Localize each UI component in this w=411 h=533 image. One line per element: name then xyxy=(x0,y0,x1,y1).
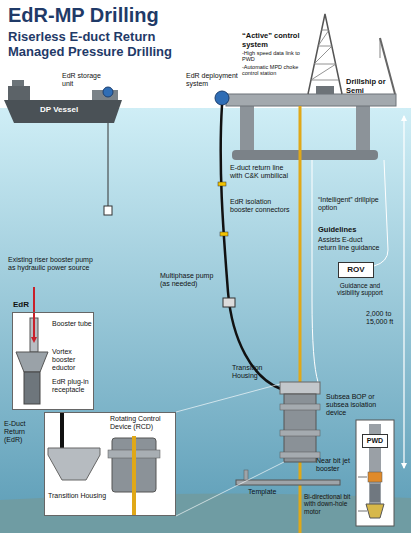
sky xyxy=(0,0,411,108)
node-text: PWD xyxy=(363,437,387,445)
transition-housing xyxy=(280,382,320,394)
inset-box: Rotating Control Device (RCD) Transition … xyxy=(44,412,176,516)
callout-label: EdR deployment system xyxy=(186,72,238,88)
sea xyxy=(0,108,411,533)
node-text: Guidance and visibility support xyxy=(328,282,392,297)
pwd-ground xyxy=(362,434,388,448)
vortex-eductor xyxy=(16,352,48,372)
rig-column xyxy=(356,106,370,154)
inset-box: EdRBooster tubeVortex booster eductorEdR… xyxy=(12,312,94,410)
diagram-title: EdR-MP Drilling xyxy=(8,4,268,27)
hydraulic-arrow xyxy=(33,287,35,340)
drill-floor xyxy=(316,86,334,94)
node-text: Vortex booster eductor xyxy=(52,348,92,372)
vessel-hull xyxy=(4,100,122,123)
template-post xyxy=(244,470,248,480)
booster-connector xyxy=(218,182,226,186)
node-text: EdR xyxy=(13,300,53,309)
rig-deck xyxy=(226,94,396,106)
node-text: EdR plug-in receptacle xyxy=(52,378,92,394)
deployment-reel xyxy=(215,91,229,105)
hang-line xyxy=(108,123,109,206)
rov-body xyxy=(338,262,374,278)
callout-label: Existing riser booster pump as hydraulic… xyxy=(8,256,100,272)
callout-label: Bi-directional bit with down-hole motor xyxy=(304,493,354,515)
leader-line xyxy=(358,511,367,512)
derrick-lattice xyxy=(311,30,339,80)
callout-label: -Automatic MPD choke control station xyxy=(242,64,304,77)
callout-label: E-Duct Return (EdR) xyxy=(4,420,42,444)
callout-label: Assists E-duct return line guidance xyxy=(318,236,380,252)
guideline xyxy=(312,160,318,382)
zoom-line xyxy=(176,384,280,412)
rov-box: ROVGuidance and visibility support xyxy=(338,262,374,278)
plug-in-receptacle xyxy=(24,372,40,404)
drill-bit xyxy=(366,504,384,518)
callout-label: 2,000 to 15,000 ft xyxy=(366,310,400,326)
bop-band xyxy=(280,430,320,436)
callout-label: Transition Housing xyxy=(232,364,278,380)
storage-reel xyxy=(103,87,113,97)
callout-label: Near bit jet booster xyxy=(316,457,354,473)
pwd-box: PWD xyxy=(362,434,388,448)
rig-column xyxy=(240,106,254,154)
callout-label: Template xyxy=(248,488,288,496)
callout-label: Riserless E-duct Return Managed Pressure… xyxy=(8,30,198,60)
inset-ground xyxy=(356,420,394,526)
educt-line xyxy=(221,105,281,389)
callout-label: Drillship or Semi xyxy=(346,78,386,95)
educt-tube xyxy=(60,413,64,448)
drillpipe xyxy=(299,106,302,533)
bop-band xyxy=(280,404,320,410)
housing-funnel xyxy=(48,448,100,480)
callout-label: Multiphase pump (as needed) xyxy=(160,272,216,288)
callout-label: “Intelligent” drillpipe option xyxy=(318,196,380,212)
callout-label: EdR storage unit xyxy=(62,72,102,88)
callout-label: Subsea BOP or subsea isolation device xyxy=(326,393,384,417)
vessel-mast xyxy=(12,80,24,86)
callout-label: EdR isolation booster connectors xyxy=(230,198,292,214)
depth-arrow xyxy=(403,116,404,468)
template-plate xyxy=(236,480,340,485)
crane-hook xyxy=(380,38,381,58)
downhole-motor xyxy=(370,484,380,502)
callout-label: DP Vessel xyxy=(40,105,100,114)
jet-booster xyxy=(368,472,382,482)
node-text: Transition Housing xyxy=(48,492,108,500)
node-text: ROV xyxy=(339,265,373,274)
rig-pontoon xyxy=(232,150,378,160)
callout-label: -High speed data link to PWD xyxy=(242,50,304,63)
node-text: Booster tube xyxy=(52,320,92,328)
inset-ground xyxy=(44,412,176,516)
multiphase-pump xyxy=(223,298,235,307)
vessel-bridge xyxy=(8,86,30,100)
hanging-unit xyxy=(104,206,112,215)
derrick xyxy=(308,14,342,94)
node-text: Rotating Control Device (RCD) xyxy=(110,415,172,431)
callout-label: E-duct return line with C&K umbilical xyxy=(230,164,296,180)
callout-label: Guidelines xyxy=(318,226,380,235)
bop-band xyxy=(280,452,320,458)
booster-connector xyxy=(220,232,228,236)
inset-drillpipe xyxy=(132,436,136,515)
inset-ground xyxy=(12,312,94,410)
leader-line xyxy=(358,477,367,478)
callout-label: “Active” control system xyxy=(242,32,306,49)
